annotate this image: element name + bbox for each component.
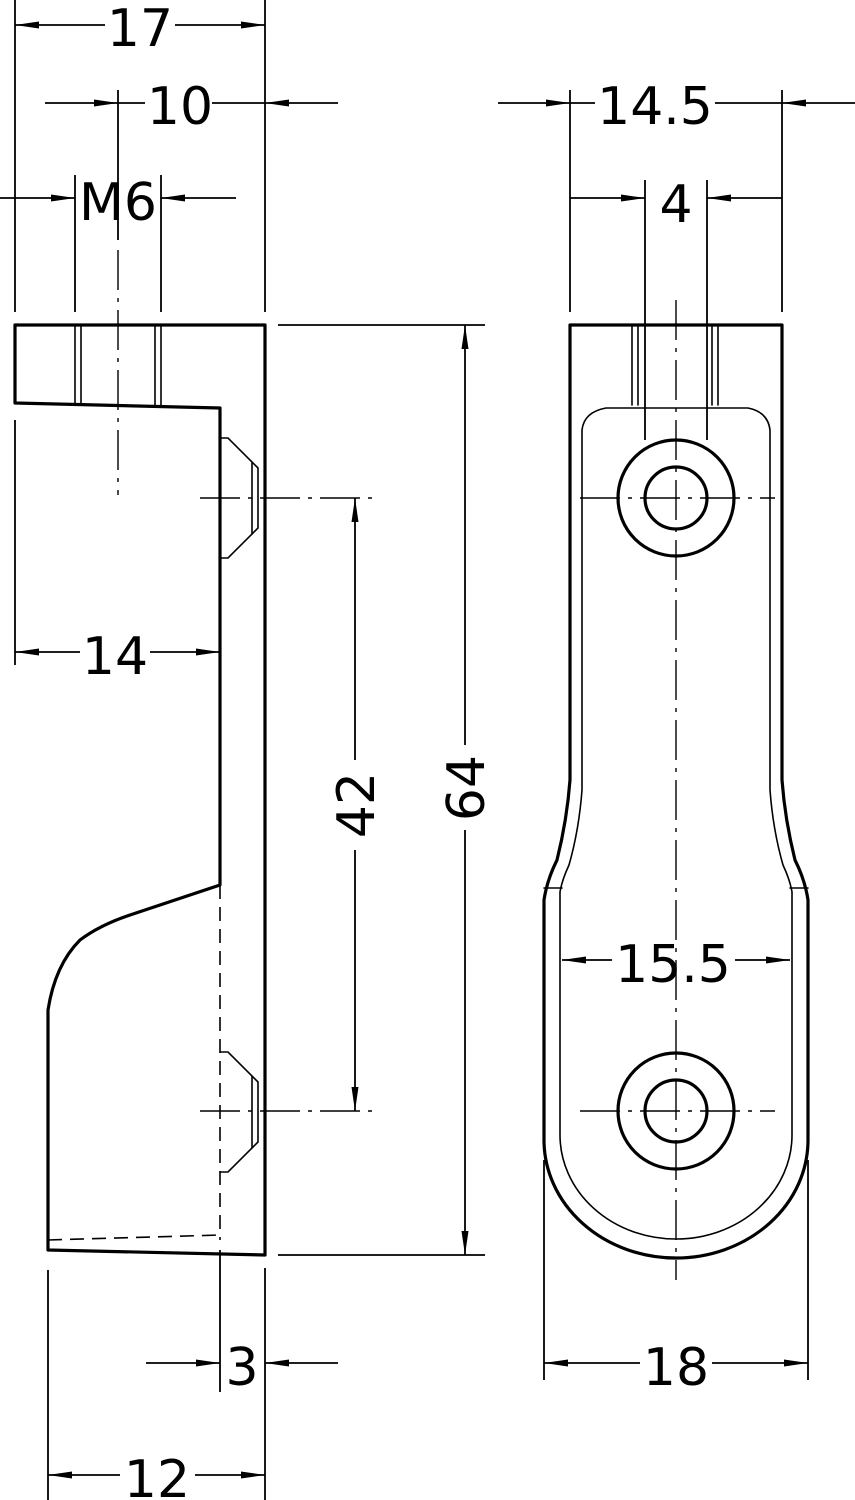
front-view-extension-lines bbox=[543, 90, 809, 1380]
dim-14: 14 bbox=[82, 627, 148, 687]
dimension-labels: 17 10 M6 14 42 64 3 12 14.5 4 15.5 18 bbox=[79, 0, 731, 1500]
dim-17: 17 bbox=[107, 0, 173, 59]
front-view-outline bbox=[542, 323, 810, 1260]
dim-12: 12 bbox=[124, 1450, 190, 1500]
dim-15-5: 15.5 bbox=[615, 935, 731, 995]
front-view bbox=[542, 300, 810, 1280]
dim-m6: M6 bbox=[79, 173, 157, 233]
side-view-dimensions bbox=[0, 21, 469, 1479]
dim-14-5: 14.5 bbox=[597, 77, 713, 137]
front-view-dimensions bbox=[498, 99, 855, 1367]
dim-18: 18 bbox=[643, 1338, 709, 1398]
dim-4: 4 bbox=[659, 175, 692, 235]
dim-10: 10 bbox=[147, 77, 213, 137]
dim-42: 42 bbox=[327, 772, 387, 838]
dim-3: 3 bbox=[225, 1338, 258, 1398]
side-view-outline bbox=[13, 323, 267, 1257]
side-view bbox=[13, 250, 375, 1257]
dim-64: 64 bbox=[437, 755, 497, 821]
